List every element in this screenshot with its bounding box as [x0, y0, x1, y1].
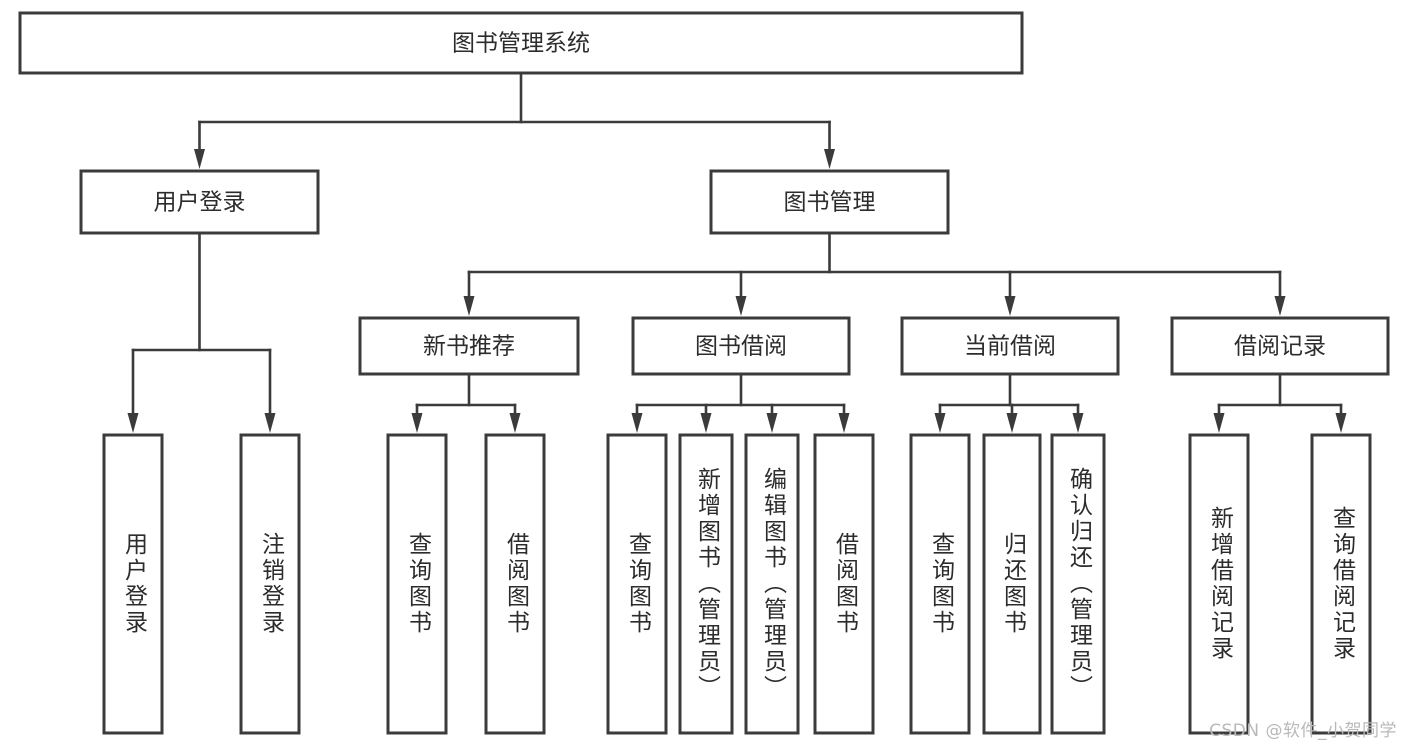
node-box: [239, 433, 301, 735]
node-box: [709, 169, 950, 235]
arrow-head-icon: [934, 413, 946, 433]
arrow-head-icon: [1006, 413, 1018, 433]
node-label: 图书管理系统: [452, 31, 590, 57]
node-label: 图书借阅: [695, 334, 787, 360]
arrow-head-icon: [1213, 413, 1225, 433]
node-box: [358, 316, 580, 376]
node-leaf-logout[interactable]: [239, 433, 301, 735]
arrow-head-icon: [1004, 296, 1016, 316]
node-leaf-query-book-1[interactable]: [386, 433, 448, 735]
arrow-head-icon: [463, 296, 475, 316]
node-label: 新书推荐: [423, 334, 515, 360]
node-leaf-query-book-3[interactable]: [909, 433, 971, 735]
node-label: 图书管理: [784, 190, 876, 216]
node-box: [900, 316, 1120, 376]
node-leaf-add-record[interactable]: [1188, 433, 1250, 735]
arrow-head-icon: [127, 413, 139, 433]
node-box: [484, 433, 546, 735]
arrow-head-icon: [509, 413, 521, 433]
arrow-head-icon: [824, 149, 835, 169]
node-box: [1188, 433, 1250, 735]
node-book-borrow[interactable]: [631, 316, 851, 376]
arrow-head-icon: [735, 296, 747, 316]
node-box: [79, 169, 320, 235]
node-borrow-record[interactable]: [1170, 316, 1390, 376]
node-leaf-borrow-book-1[interactable]: [484, 433, 546, 735]
node-label: 用户登录: [154, 190, 246, 216]
node-box: [102, 433, 164, 735]
node-leaf-edit-book[interactable]: [744, 433, 800, 735]
arrow-head-icon: [631, 413, 643, 433]
arrow-head-icon: [1274, 296, 1286, 316]
arrow-head-icon: [411, 413, 423, 433]
node-user-login[interactable]: [79, 169, 320, 235]
node-leaf-query-record[interactable]: [1310, 433, 1372, 735]
node-leaf-confirm-return[interactable]: [1050, 433, 1106, 735]
node-box: [1310, 433, 1372, 735]
node-book-manage[interactable]: [709, 169, 950, 235]
node-label: 借阅记录: [1234, 334, 1326, 360]
node-new-book-rec[interactable]: [358, 316, 580, 376]
arrow-head-icon: [838, 413, 850, 433]
node-box: [1050, 433, 1106, 735]
node-box: [813, 433, 875, 735]
arrow-head-icon: [1335, 413, 1347, 433]
node-box: [631, 316, 851, 376]
node-label: 当前借阅: [964, 334, 1056, 360]
arrow-head-icon: [1072, 413, 1084, 433]
node-leaf-query-book-2[interactable]: [606, 433, 668, 735]
arrow-head-icon: [194, 149, 205, 169]
node-box: [744, 433, 800, 735]
node-leaf-user-login[interactable]: [102, 433, 164, 735]
node-leaf-borrow-book-2[interactable]: [813, 433, 875, 735]
node-leaf-return-book[interactable]: [982, 433, 1042, 735]
arrow-head-icon: [700, 413, 712, 433]
node-box: [678, 433, 734, 735]
node-box: [1170, 316, 1390, 376]
arrow-head-icon: [264, 413, 276, 433]
node-root[interactable]: [18, 11, 1024, 75]
node-box: [606, 433, 668, 735]
node-box: [386, 433, 448, 735]
watermark-text: CSDN @软件_小贺同学: [1209, 721, 1397, 741]
node-box: [18, 11, 1024, 75]
arrow-head-icon: [766, 413, 778, 433]
node-current-borrow[interactable]: [900, 316, 1120, 376]
node-leaf-add-book[interactable]: [678, 433, 734, 735]
node-box: [909, 433, 971, 735]
node-box: [982, 433, 1042, 735]
